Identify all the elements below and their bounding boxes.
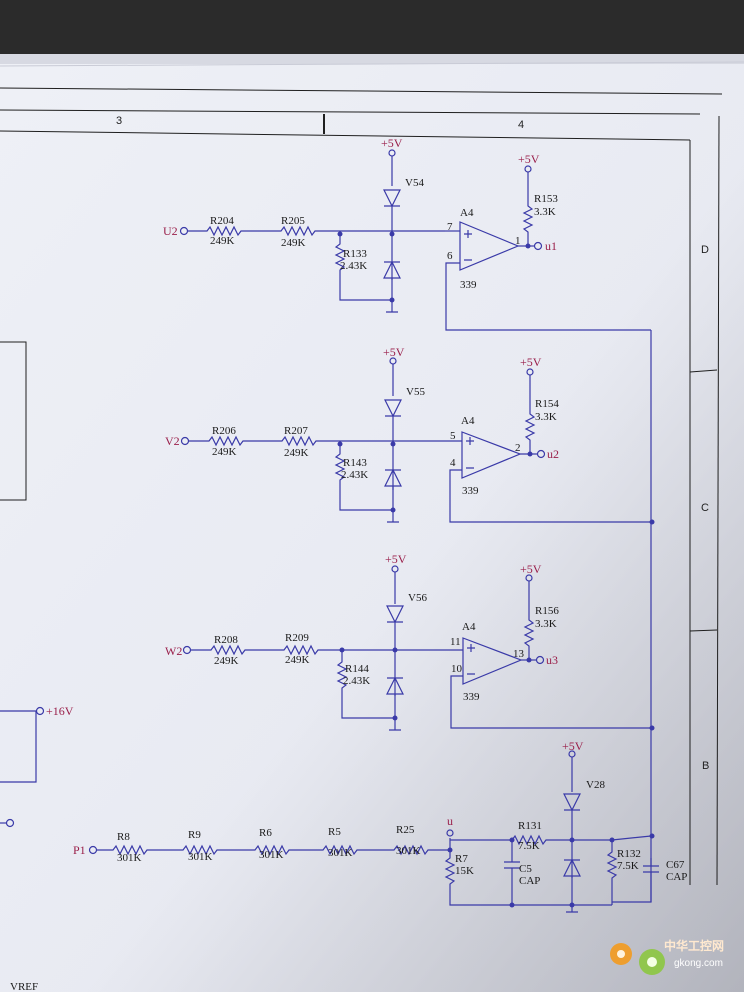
row-label-b: B	[702, 760, 709, 772]
comparator-stage-1	[179, 149, 651, 331]
r156-ref: R156	[535, 605, 559, 617]
r5-value: 301K	[328, 847, 353, 859]
opamp-part-339-3: 339	[463, 691, 480, 703]
pin-minus-10: 10	[451, 663, 463, 675]
input-port-w2: W2	[165, 644, 182, 658]
node-u: u	[447, 814, 453, 828]
r153-value: 3.3K	[534, 206, 556, 218]
reference-divider	[88, 750, 659, 913]
r144-ref: R144	[345, 663, 369, 675]
r131-ref: R131	[518, 820, 542, 832]
vref-label: VREF	[10, 981, 38, 992]
output-u2: u2	[547, 447, 559, 461]
opamp-a4-label: A4	[460, 207, 474, 219]
r205-ref: R205	[281, 215, 305, 227]
pin-plus-5: 5	[450, 430, 456, 442]
r9-value: 301K	[188, 851, 213, 863]
r6-value: 301K	[259, 849, 284, 861]
r207-value: 249K	[284, 447, 309, 459]
row-label-d: D	[701, 244, 709, 256]
opamp-a4-label-2: A4	[461, 415, 475, 427]
input-port-u2: U2	[163, 224, 178, 238]
r156-value: 3.3K	[535, 618, 557, 630]
r207-ref: R207	[284, 425, 308, 437]
output-u3: u3	[546, 653, 558, 667]
output-u1: u1	[545, 239, 557, 253]
comparator-stage-2	[180, 357, 652, 523]
r7-value: 15K	[455, 865, 474, 877]
supply-plus16v: +16V	[46, 704, 74, 718]
r132-ref: R132	[617, 848, 641, 860]
pin-minus-6: 6	[447, 250, 453, 262]
r25-ref: R25	[396, 824, 415, 836]
opamp-part-339: 339	[460, 279, 477, 291]
r205-value: 249K	[281, 237, 306, 249]
r7-ref: R7	[455, 853, 468, 865]
r206-ref: R206	[212, 425, 236, 437]
r143-ref: R143	[343, 457, 367, 469]
site-watermark: 中华工控网 gkong.com	[610, 938, 724, 975]
r8-ref: R8	[117, 831, 130, 843]
r133-ref: R133	[343, 248, 367, 260]
c5-value: CAP	[519, 875, 540, 887]
supply-plus5v-v28: +5V	[562, 739, 584, 753]
r206-value: 249K	[212, 446, 237, 458]
diode-v28-ref: V28	[586, 779, 605, 791]
r153-ref: R153	[534, 193, 558, 205]
pin-out-13: 13	[513, 648, 525, 660]
r204-ref: R204	[210, 215, 234, 227]
watermark-chinese: 中华工控网	[664, 938, 724, 953]
r8-value: 301K	[117, 852, 142, 864]
drawing-frame	[0, 87, 723, 886]
r9-ref: R9	[188, 829, 201, 841]
supply-plus5v-v55: +5V	[383, 345, 405, 359]
r143-value: 2.43K	[341, 469, 368, 481]
supply-plus5v-r154: +5V	[520, 355, 542, 369]
r132-value: 7.5K	[617, 860, 639, 872]
pin-minus-4: 4	[450, 457, 456, 469]
diode-v54-ref: V54	[405, 177, 424, 189]
r208-value: 249K	[214, 655, 239, 667]
watermark-url: gkong.com	[674, 958, 723, 969]
r144-value: 2.43K	[343, 675, 370, 687]
r204-value: 249K	[210, 235, 235, 247]
r154-ref: R154	[535, 398, 559, 410]
pin-plus-7: 7	[447, 221, 453, 233]
row-label-c: C	[701, 502, 709, 514]
opamp-part-339-2: 339	[462, 485, 479, 497]
r209-ref: R209	[285, 632, 309, 644]
supply-plus5v-r156: +5V	[520, 562, 542, 576]
r209-value: 249K	[285, 654, 310, 666]
column-label-4: 4	[518, 119, 524, 131]
supply-plus5v-v56: +5V	[385, 552, 407, 566]
c67-value: CAP	[666, 871, 687, 883]
pin-plus-11: 11	[450, 636, 461, 648]
supply-plus5v-v54: +5V	[381, 136, 403, 150]
pin-out-1: 1	[515, 235, 521, 247]
r6-ref: R6	[259, 827, 272, 839]
diode-v55-ref: V55	[406, 386, 425, 398]
r208-ref: R208	[214, 634, 238, 646]
r154-value: 3.3K	[535, 411, 557, 423]
r133-value: 2.43K	[340, 260, 367, 272]
c5-ref: C5	[519, 863, 532, 875]
left-supply-fragment	[0, 706, 45, 828]
pin-out-2: 2	[515, 442, 521, 454]
opamp-a4-label-3: A4	[462, 621, 476, 633]
r25-value: 301K	[396, 845, 421, 857]
diode-v56-ref: V56	[408, 592, 427, 604]
input-port-v2: V2	[165, 434, 180, 448]
r5-ref: R5	[328, 826, 341, 838]
r131-value: 7.5K	[518, 840, 540, 852]
input-port-p1: P1	[73, 843, 86, 857]
column-label-3: 3	[116, 115, 122, 127]
supply-plus5v-r153: +5V	[518, 152, 540, 166]
c67-ref: C67	[666, 859, 685, 871]
comparator-stage-3	[182, 565, 652, 731]
